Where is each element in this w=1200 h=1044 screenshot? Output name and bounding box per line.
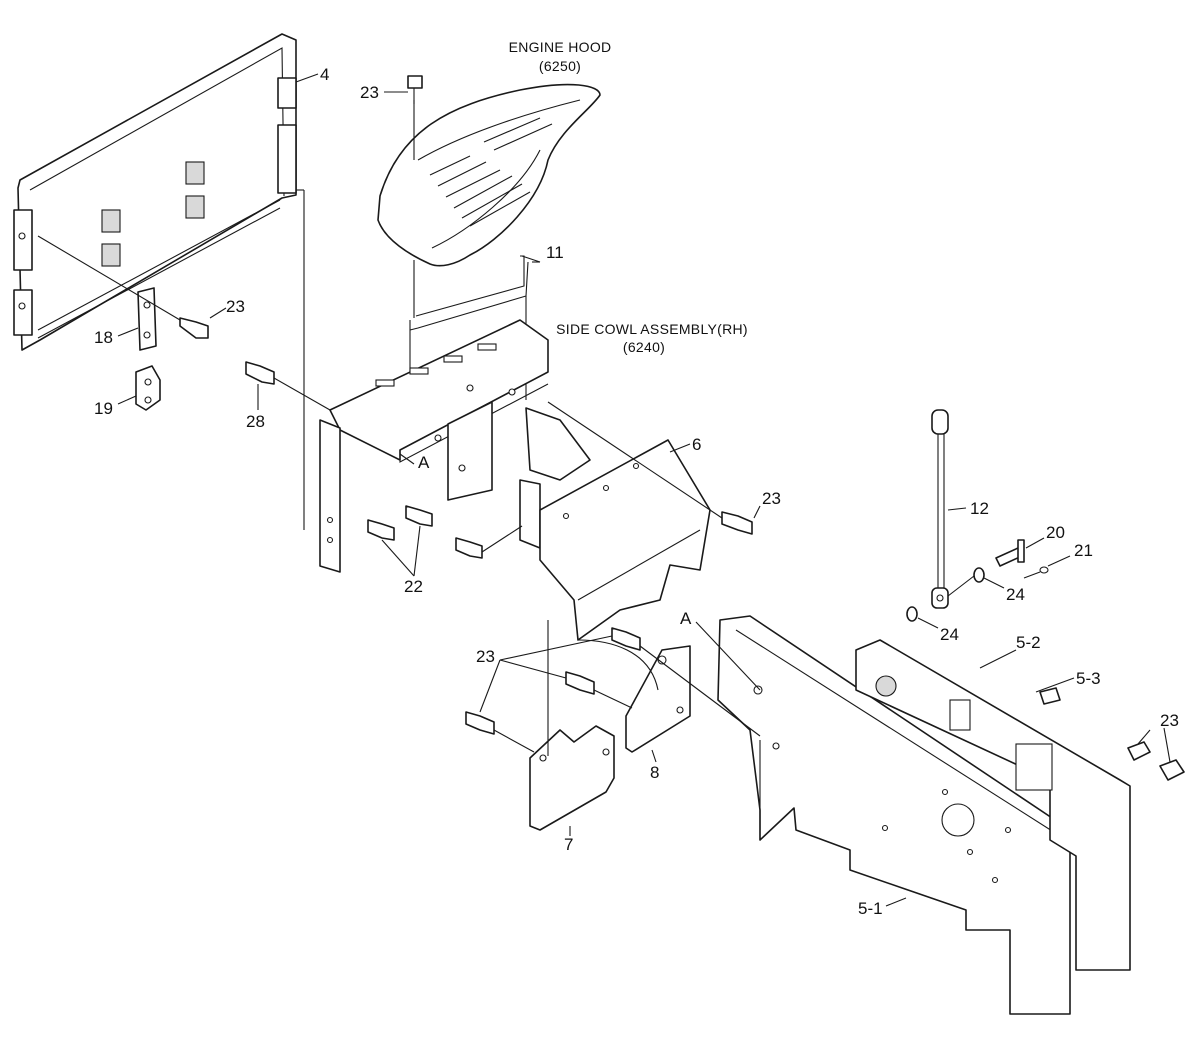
callout-11: 11 [546,243,564,262]
callout-19: 19 [94,399,113,418]
callout-23-lower: 23 [476,647,495,666]
part-8-bracket [577,639,691,753]
callout-23-right: 23 [762,489,781,508]
callout-7: 7 [564,835,573,854]
part-6-plate [539,439,711,641]
part-5-2-panel [855,639,1131,971]
callout-6: 6 [692,435,701,454]
callout-5-3: 5-3 [1076,669,1101,688]
part-7-bracket [529,620,615,831]
engine-hood-code: (6250) [539,58,581,74]
leader-lines [37,73,1171,907]
callout-4: 4 [320,65,329,84]
part-4-side-door [13,33,305,530]
part-5-1-panel [717,615,1071,1015]
side-cowl-title: SIDE COWL ASSEMBLY(RH) [556,321,748,337]
callout-22: 22 [404,577,423,596]
bolts-22 [367,505,483,559]
engine-hood [377,83,601,267]
callout-5-2: 5-2 [1016,633,1041,652]
side-cowl-code: (6240) [623,339,665,355]
part-20-pin [995,539,1025,567]
bolt-5-3 [1039,687,1061,705]
callout-23-hood: 23 [360,83,379,102]
part-12-strap [931,409,949,609]
part-19-clip [135,365,161,411]
bolt-28 [245,361,275,385]
callout-20: 20 [1046,523,1065,542]
callout-23-door: 23 [226,297,245,316]
callout-23-far: 23 [1160,711,1179,730]
callout-a-2: A [680,609,692,628]
part-24-washer-b [906,606,918,622]
callout-24-b: 24 [940,625,959,644]
callout-21: 21 [1074,541,1093,560]
bolt-23-door [179,317,209,339]
engine-hood-title: ENGINE HOOD [509,39,612,55]
callout-24-a: 24 [1006,585,1025,604]
part-21-cotter [1023,566,1049,579]
bolt-23-right [721,511,753,535]
callout-8: 8 [650,763,659,782]
side-cowl-frame [319,319,591,573]
callout-12: 12 [970,499,989,518]
callout-18: 18 [94,328,113,347]
bolts-23-far [1127,741,1185,781]
callout-a-1: A [418,453,430,472]
part-24-washer-a [973,567,985,583]
bolt-23-hood [407,75,423,104]
bolts-23-lower [465,627,641,735]
callout-5-1: 5-1 [858,899,883,918]
callout-28: 28 [246,412,265,431]
